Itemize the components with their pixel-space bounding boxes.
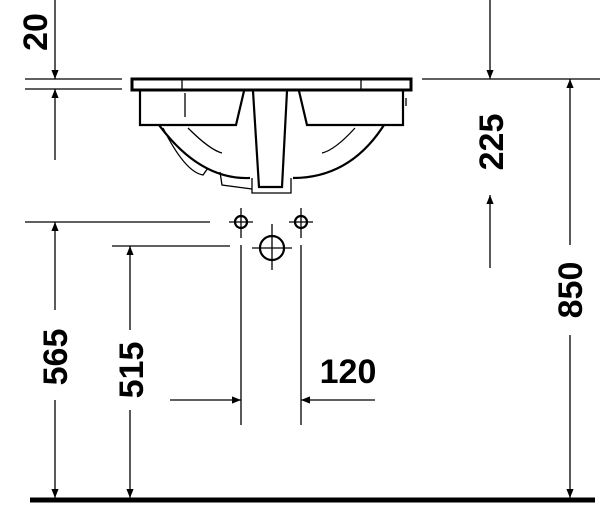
dimension-label-120: 120 bbox=[320, 353, 377, 391]
supply-hole-left bbox=[229, 208, 253, 238]
dimension-20: 20 bbox=[17, 0, 122, 160]
waste-hole bbox=[252, 224, 292, 270]
dimension-label-225: 225 bbox=[473, 114, 511, 171]
dimension-label-850: 850 bbox=[552, 262, 590, 319]
supply-hole-right bbox=[289, 208, 313, 238]
dimension-850: 850 bbox=[552, 79, 590, 498]
dimension-515: 515 bbox=[112, 245, 230, 498]
dimension-120: 120 bbox=[170, 353, 377, 404]
dimension-label-20: 20 bbox=[17, 13, 55, 51]
dimension-565: 565 bbox=[25, 221, 210, 498]
washbasin bbox=[130, 77, 413, 194]
dimension-225: 225 bbox=[422, 0, 600, 268]
dimension-label-515: 515 bbox=[113, 342, 151, 399]
dimension-label-565: 565 bbox=[37, 329, 75, 386]
